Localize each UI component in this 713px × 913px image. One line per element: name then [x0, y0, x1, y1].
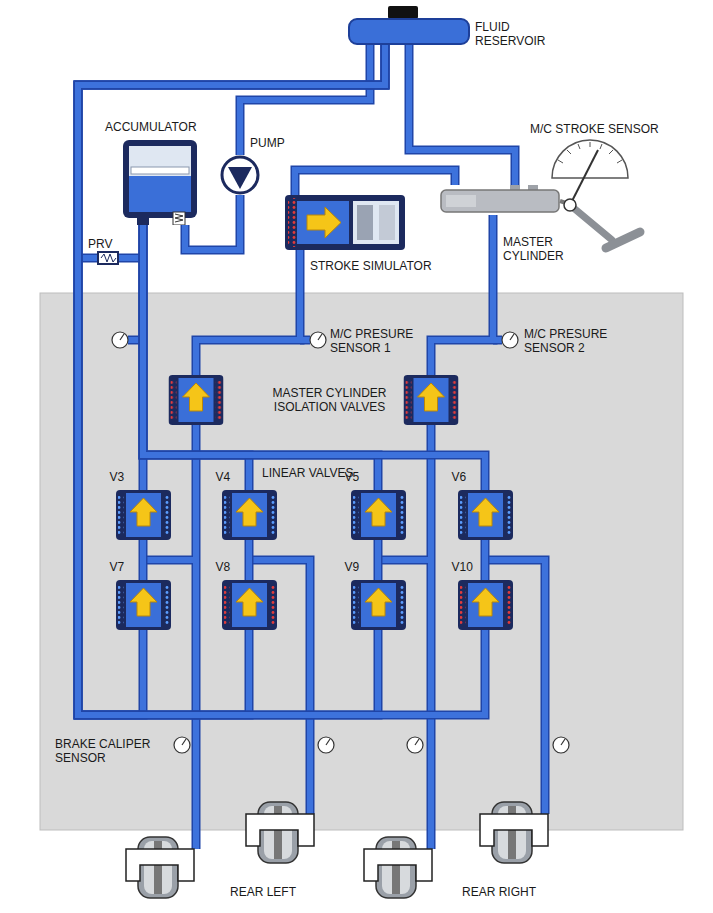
fluid-reservoir-shape	[348, 18, 470, 45]
linear-valve-shape	[222, 580, 277, 630]
sensor-label: M/C PRESURE SENSOR 2	[524, 327, 634, 355]
stroke-simulator: STROKE SIMULATOR	[285, 195, 405, 250]
valve-label: PRV	[88, 237, 112, 251]
layout-pipes	[78, 215, 545, 849]
linear-valve: V4	[222, 490, 277, 540]
wheel-label: REAR RIGHT	[462, 885, 536, 899]
master-cylinder: MASTER CYLINDER	[440, 185, 560, 215]
pump-shape	[220, 155, 260, 195]
isolation-valve	[169, 375, 224, 425]
wheel-brake	[364, 837, 432, 898]
wheel-brake	[126, 837, 194, 898]
part-name: FLUID RESERVOIR	[475, 20, 565, 48]
hydraulic-line	[240, 45, 370, 155]
valve-group-label: LINEAR VALVES	[262, 466, 354, 480]
linear-valve: V9	[351, 580, 406, 630]
hydraulic-line	[78, 45, 485, 715]
wheel-label: REAR LEFT	[230, 885, 296, 899]
wheel-brake	[246, 802, 314, 863]
part-name: V9	[345, 560, 360, 574]
linear-valve: V10	[458, 580, 513, 630]
stroke-simulator-shape	[285, 195, 405, 250]
linear-valve: V6	[458, 490, 513, 540]
brake-pedal	[560, 199, 640, 248]
pressure-gauges	[112, 332, 569, 753]
reservoir-cap	[388, 6, 418, 19]
sensor-label: BRAKE CALIPER SENSOR	[55, 737, 165, 765]
hydraulic-line	[485, 540, 486, 580]
part-name: ACCUMULATOR	[105, 120, 197, 134]
linear-valve-shape	[116, 580, 171, 630]
part-name: PUMP	[250, 136, 285, 150]
sensor-label: M/C PRESURE SENSOR 1	[330, 327, 440, 355]
part-name: STROKE SIMULATOR	[310, 259, 432, 273]
hydraulic-line	[378, 540, 379, 580]
linear-valve-shape	[116, 490, 171, 540]
sensor-label: M/C STROKE SENSOR	[530, 122, 659, 136]
master-cylinder-shape	[440, 185, 560, 215]
fluid-reservoir: FLUID RESERVOIR	[348, 18, 470, 45]
linear-valve-shape	[222, 490, 277, 540]
control-panel	[40, 293, 683, 830]
part-name: V7	[110, 560, 125, 574]
linear-valve: V3	[116, 490, 171, 540]
linear-valve: V5	[351, 490, 406, 540]
isolation-valve	[404, 375, 459, 425]
part-name: V4	[216, 470, 231, 484]
linear-valve-shape	[351, 490, 406, 540]
hydraulic-line	[249, 540, 250, 580]
accumulator: ACCUMULATOR	[123, 140, 197, 225]
valve-group-label: MASTER CYLINDER ISOLATION VALVES	[262, 386, 397, 414]
part-name: V3	[110, 470, 125, 484]
part-name: V6	[452, 470, 467, 484]
linear-valve: V8	[222, 580, 277, 630]
linear-valve: V7	[116, 580, 171, 630]
linear-valve-shape	[458, 490, 513, 540]
accumulator-shape	[123, 140, 197, 225]
stroke-sensor-gauge	[552, 140, 628, 205]
hydraulic-line	[78, 45, 385, 715]
hydraulic-line	[143, 225, 485, 490]
part-name: MASTER CYLINDER	[503, 235, 578, 263]
hydraulic-line	[295, 170, 455, 195]
wheel-brake	[480, 802, 548, 863]
hydraulic-line	[78, 45, 385, 715]
linear-valve-shape	[351, 580, 406, 630]
hydraulic-line	[143, 225, 249, 490]
pump: PUMP	[220, 155, 260, 195]
part-name: V8	[216, 560, 231, 574]
hydraulic-line	[143, 540, 144, 580]
prv-valve	[98, 252, 118, 264]
hydraulic-line	[78, 45, 385, 715]
part-name: V10	[452, 560, 473, 574]
linear-valve-shape	[458, 580, 513, 630]
hydraulic-line	[409, 45, 515, 185]
